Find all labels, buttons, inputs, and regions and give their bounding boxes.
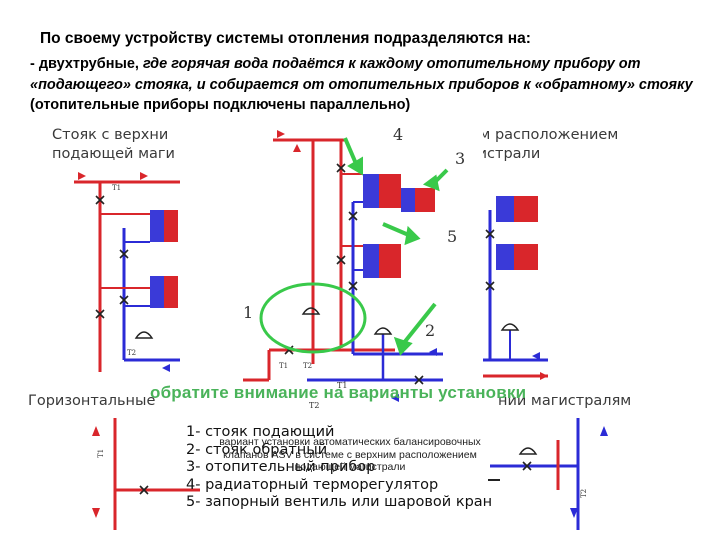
center-arrow-blue-2 xyxy=(391,394,399,402)
center-asv-valve-1 xyxy=(301,307,321,315)
caption-left-line1: Стояк с верхни xyxy=(52,127,169,143)
center-valve-6 xyxy=(414,375,424,385)
bottom-arrow-4 xyxy=(570,508,578,518)
caption-bottom-right: нии магистралям xyxy=(498,393,632,409)
caption-right: им расположением гистрали xyxy=(470,126,619,163)
left-t1-label: T1 xyxy=(112,184,121,192)
left-radiator-1-cold xyxy=(150,210,164,242)
caption-right-line1: им расположением xyxy=(470,127,619,143)
intro-italic: где горячая вода подаётся к каждому отоп… xyxy=(30,56,693,93)
right-valve-1 xyxy=(485,229,495,239)
center-diagram: 4 3 5 1 2 T1 T2 T1 T2 xyxy=(243,125,465,410)
left-arrow-3 xyxy=(162,364,170,372)
green-arrow-4-head xyxy=(393,336,413,356)
right-asv-valve xyxy=(500,323,520,331)
label-1: 1 xyxy=(243,303,253,322)
bottom-t1-label: T1 xyxy=(97,449,105,458)
label-2: 2 xyxy=(425,321,435,340)
intro-paragraph: - двухтрубные, где горячая вода подаётся… xyxy=(30,54,710,116)
left-radiator-2-cold xyxy=(150,276,164,308)
legend-item-5: 5- запорный вентиль или шаровой кран xyxy=(186,494,493,510)
bottom-arrow-1 xyxy=(92,426,100,436)
center-valve-1 xyxy=(336,163,346,173)
center-valve-2 xyxy=(348,211,358,221)
right-valve-2 xyxy=(485,281,495,291)
left-valve-4 xyxy=(119,295,129,305)
left-valve-3 xyxy=(119,249,129,259)
center-t2b-label: T2 xyxy=(303,362,312,370)
left-arrow-2 xyxy=(140,172,148,180)
bottom-asv-valve xyxy=(518,447,538,455)
legend: 1- стояк подающий 2- стояк обратный 3- о… xyxy=(186,424,492,512)
caption-left: Стояк с верхни подающей маги xyxy=(52,126,175,163)
center-arrow-red-2 xyxy=(293,144,301,152)
green-arrow-1-head xyxy=(347,156,363,176)
bottom-t2-label: T2 xyxy=(580,489,588,498)
right-radiator-1-cold xyxy=(496,196,514,222)
bottom-scheme: T1 T2 xyxy=(92,418,608,530)
label-4: 4 xyxy=(393,125,403,144)
right-radiator-2-cold xyxy=(496,244,514,270)
center-valve-4 xyxy=(348,281,358,291)
legend-item-3: 3- отопительный прибор xyxy=(186,459,376,475)
center-arrow-blue-1 xyxy=(429,348,437,356)
bottom-valve-1 xyxy=(139,485,149,495)
left-t2-label: T2 xyxy=(127,349,136,357)
green-arrow-3-head xyxy=(422,174,440,192)
note-install-variants: обратите внимание на варианты установки xyxy=(150,383,527,402)
bottom-arrow-3 xyxy=(600,426,608,436)
label-3: 3 xyxy=(455,149,465,168)
center-valve-3 xyxy=(336,255,346,265)
green-arrow-3b-head xyxy=(404,225,421,246)
left-scheme: T1 T2 xyxy=(74,172,180,372)
green-arrows xyxy=(343,137,449,356)
legend-item-4: 4- радиаторный терморегулятор xyxy=(186,476,439,493)
center-t1b-label: T1 xyxy=(279,362,288,370)
bottom-valve-2 xyxy=(522,461,532,471)
label-5: 5 xyxy=(447,227,457,246)
center-radiator-2 xyxy=(363,244,401,278)
bottom-arrow-2 xyxy=(92,508,100,518)
left-arrow-1 xyxy=(78,172,86,180)
left-asv-valve xyxy=(134,331,154,339)
page-title: По своему устройству системы отопления п… xyxy=(40,30,531,47)
green-arrow-4 xyxy=(401,302,437,346)
right-arrow-2 xyxy=(532,352,540,360)
intro-prefix: - двухтрубные, xyxy=(30,56,143,72)
legend-item-1: 1- стояк подающий xyxy=(186,424,335,440)
legend-item-2: 2- стояк обратный xyxy=(186,441,328,458)
center-t1-label: T1 xyxy=(337,381,347,390)
asv-note: вариант установки автоматических баланси… xyxy=(219,436,481,473)
center-arrow-red-1 xyxy=(277,130,285,138)
intro-suffix: (отопительные приборы подключены паралле… xyxy=(30,97,411,113)
caption-right-line2: гистрали xyxy=(470,145,541,162)
left-valve-2 xyxy=(95,309,105,319)
caption-left-line2: подающей маги xyxy=(52,145,175,162)
left-valve-1 xyxy=(95,195,105,205)
caption-bottom-left: Горизонтальные xyxy=(28,393,156,409)
center-radiator-1 xyxy=(363,174,435,212)
center-t2-label: T2 xyxy=(309,401,319,410)
center-asv-valve-2 xyxy=(373,327,393,335)
highlight-ellipse xyxy=(259,282,367,354)
